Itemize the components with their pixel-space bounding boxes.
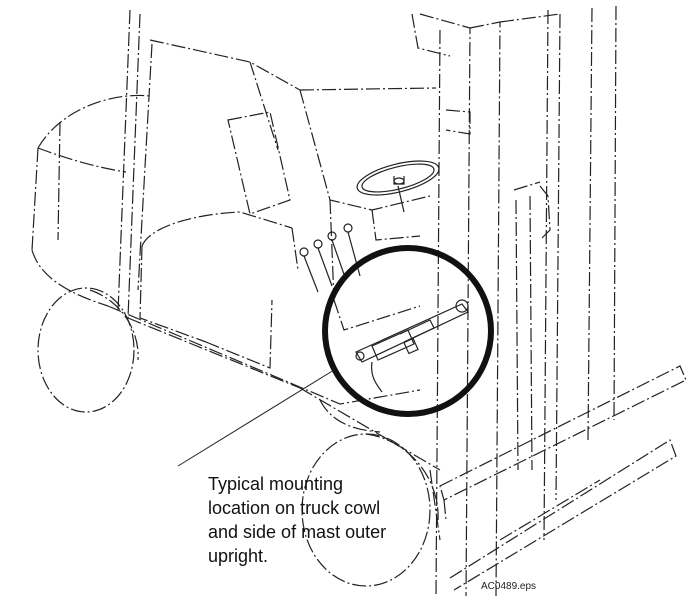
leader-line: [177, 369, 335, 467]
truck-cowl: [299, 89, 431, 331]
counterweight: [31, 94, 151, 307]
rear-wheel: [37, 287, 139, 413]
control-levers: [299, 223, 361, 293]
mast-outer-upright: [411, 5, 617, 597]
file-reference: AC0489.eps: [481, 581, 537, 592]
overhead-guard: [117, 9, 437, 319]
callout-circle: [322, 245, 494, 417]
caption-line-4: upright.: [208, 546, 269, 566]
mounting-assembly: [355, 299, 469, 393]
lift-chain: [513, 181, 551, 471]
caption-line-3: and side of mast outer: [208, 522, 387, 542]
operator-seat: [139, 111, 299, 343]
truck-body: [107, 299, 441, 471]
caption-line-2: location on truck cowl: [208, 498, 381, 518]
caption: Typical mounting location on truck cowl …: [208, 472, 428, 568]
caption-line-1: Typical mounting: [208, 474, 344, 494]
front-wheel: [301, 433, 441, 587]
steering-wheel: [356, 160, 440, 213]
forks: [439, 365, 687, 591]
